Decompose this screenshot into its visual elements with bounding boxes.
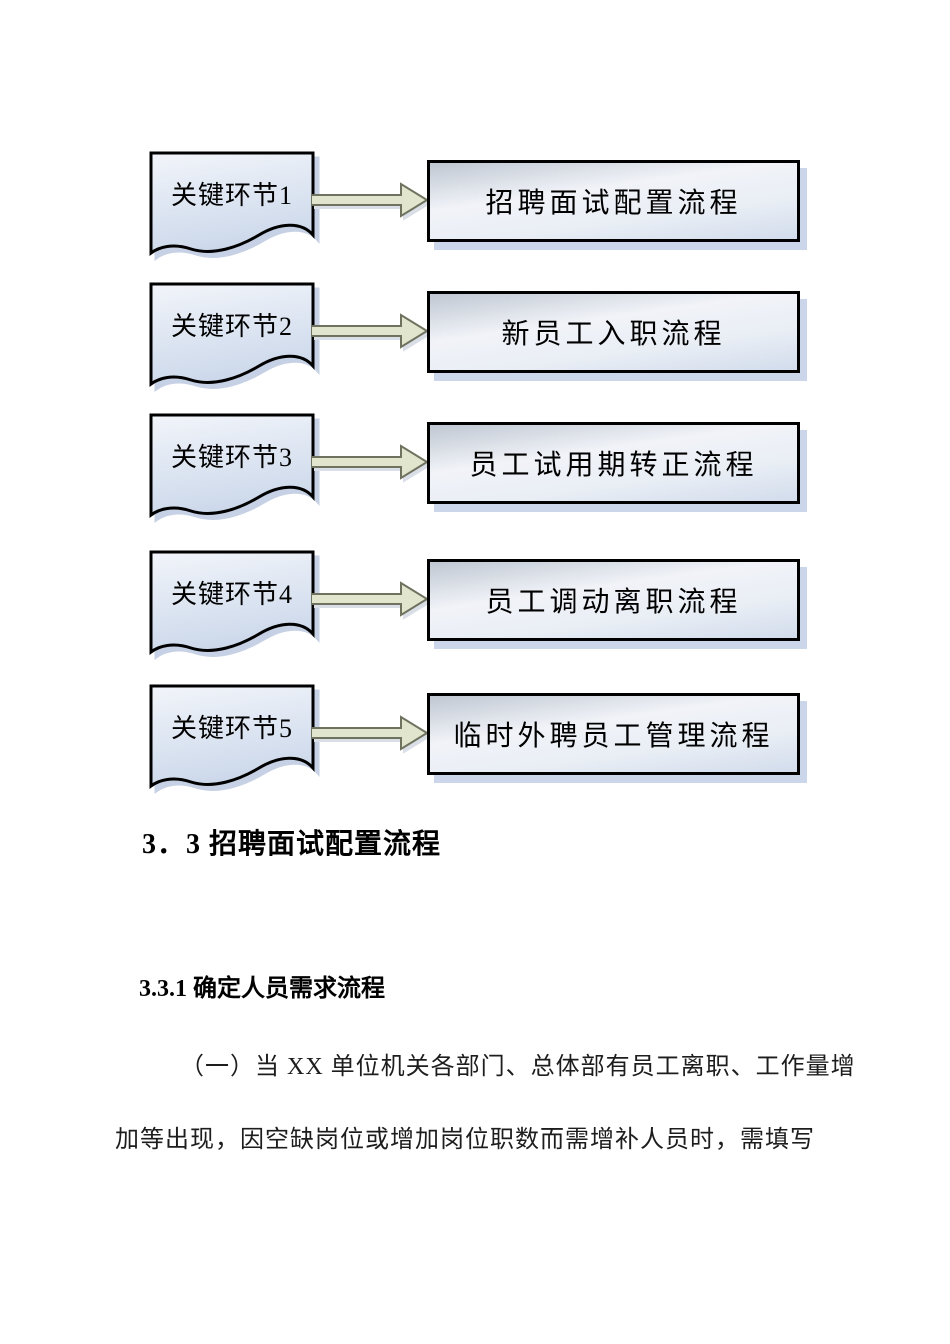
document-shape-icon: [149, 550, 315, 655]
key-step-label: 关键环节2: [170, 312, 293, 341]
process-box: 招聘面试配置流程: [427, 160, 800, 242]
right-arrow-icon: [310, 312, 429, 350]
paragraph-line-1: （一）当 XX 单位机关各部门、总体部有员工离职、工作量增: [180, 1054, 856, 1080]
process-box: 临时外聘员工管理流程: [427, 693, 800, 775]
process-box: 新员工入职流程: [427, 291, 800, 373]
document-shape: 关键环节5: [149, 684, 315, 792]
right-arrow-icon: [310, 181, 429, 219]
process-box: 员工调动离职流程: [427, 559, 800, 641]
flow-row-5: 关键环节5 临时外聘员工管理流程: [0, 684, 950, 804]
key-step-label: 关键环节3: [170, 443, 293, 472]
document-shape-icon: [149, 282, 315, 387]
right-arrow-icon: [310, 580, 429, 618]
process-label: 新员工入职流程: [501, 319, 726, 350]
process-label: 员工调动离职流程: [485, 587, 742, 618]
flow-row-2: 关键环节2 新员工入职流程: [0, 282, 950, 402]
right-arrow-icon: [310, 443, 429, 481]
process-label: 招聘面试配置流程: [485, 188, 742, 219]
document-shape-icon: [149, 684, 315, 789]
document-shape: 关键环节2: [149, 282, 315, 390]
document-shape-icon: [149, 413, 315, 518]
key-step-label: 关键环节1: [170, 181, 293, 210]
subsection-heading: 3.3.1 确定人员需求流程: [139, 976, 385, 1002]
right-arrow-icon: [310, 714, 429, 752]
paragraph-line-2: 加等出现，因空缺岗位或增加岗位职数而需增补人员时，需填写: [115, 1127, 815, 1153]
document-shape: 关键环节1: [149, 151, 315, 259]
process-label: 临时外聘员工管理流程: [453, 721, 774, 752]
process-label: 员工试用期转正流程: [469, 450, 758, 481]
document-shape: 关键环节3: [149, 413, 315, 521]
key-step-label: 关键环节5: [170, 714, 293, 743]
document-shape-icon: [149, 151, 315, 256]
process-box: 员工试用期转正流程: [427, 422, 800, 504]
flow-row-4: 关键环节4 员工调动离职流程: [0, 550, 950, 670]
section-heading: 3．3 招聘面试配置流程: [142, 829, 442, 860]
flow-row-3: 关键环节3 员工试用期转正流程: [0, 413, 950, 533]
document-shape: 关键环节4: [149, 550, 315, 658]
flow-row-1: 关键环节1 招聘面试配置流程: [0, 151, 950, 271]
key-step-label: 关键环节4: [170, 580, 293, 609]
